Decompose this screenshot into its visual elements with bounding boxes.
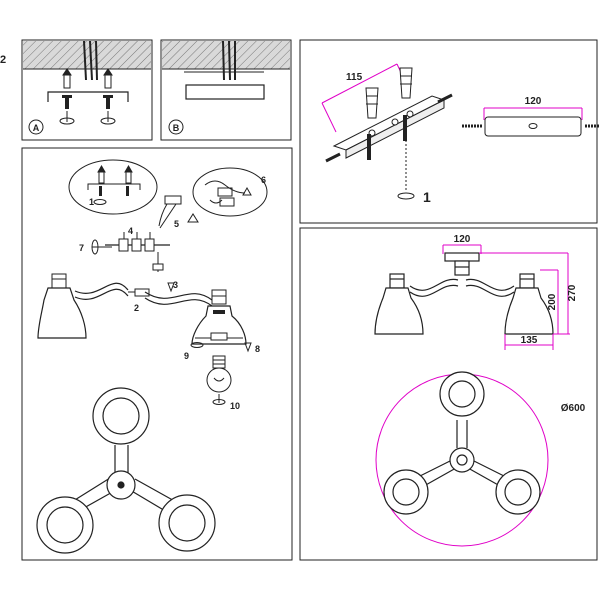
socket-ring	[210, 332, 228, 341]
ground-icon	[187, 213, 199, 223]
shade-height-label: 200	[547, 293, 558, 310]
screw-icon	[62, 95, 113, 109]
right-lamp-shade	[191, 289, 247, 345]
total-height-label: 270	[567, 284, 578, 301]
assembly-panel: 1 6 5 4 7	[21, 147, 293, 561]
ceiling-hatch	[162, 41, 290, 69]
detail-bubble-screws	[68, 159, 158, 215]
step-4-label: 4	[128, 226, 133, 236]
canopy-width-label: 120	[525, 96, 542, 107]
light-bulb-icon	[206, 355, 232, 393]
diameter-label: Ø600	[561, 403, 586, 414]
connector-row	[105, 232, 170, 252]
wall-plug-icon	[97, 165, 133, 184]
panel-a-label: A	[33, 123, 40, 133]
mounting-panel: 115 1	[299, 39, 600, 224]
arrow-icon	[244, 342, 252, 353]
step-10-label: 10	[230, 401, 240, 411]
step-3-label: 3	[173, 280, 178, 290]
step-1-label: 1	[89, 197, 94, 207]
step-2-label: 2	[134, 303, 139, 313]
rotate-icon	[93, 199, 107, 205]
dimensions-panel: 120 270 200	[299, 227, 598, 561]
step-8-label: 8	[255, 344, 260, 354]
fixture-top-view-dim	[383, 371, 541, 515]
panel-a-badge	[28, 119, 44, 135]
right-arm	[144, 291, 213, 301]
step-5-label: 5	[174, 219, 179, 229]
screw-icon	[367, 115, 407, 160]
mounting-step-label: 1	[423, 189, 431, 205]
step-6-label: 6	[261, 175, 266, 185]
screw-icon	[99, 186, 129, 196]
page-number: 2	[0, 54, 6, 66]
bracket-length-label: 115	[346, 72, 363, 83]
panel-b-label: B	[173, 123, 180, 133]
rotate-icon	[397, 192, 415, 200]
bracket-outline	[47, 91, 129, 102]
rotate-icon	[190, 342, 204, 348]
canopy-width-dimension	[483, 107, 583, 120]
terminal-block-icon	[204, 180, 246, 207]
power-wires	[83, 40, 98, 81]
height-dimensions	[479, 252, 570, 350]
left-lamp-shade	[37, 273, 87, 339]
fixture-top-view	[36, 387, 216, 554]
fixture-side-view	[374, 252, 554, 335]
ceiling-hub	[158, 195, 199, 229]
canopy-plate	[484, 116, 582, 137]
power-wires	[222, 40, 236, 81]
wall-plug-icon	[365, 67, 413, 119]
mounting-bracket	[325, 93, 453, 163]
step-9-label: 9	[184, 351, 189, 361]
wall-plug-icon	[62, 68, 113, 89]
screwdriver-rotate-icon	[59, 111, 116, 125]
panel-b: B	[160, 39, 292, 141]
side-canopy-width-label: 120	[454, 234, 471, 245]
panel-a: A	[21, 39, 153, 141]
arrow-icon	[167, 282, 175, 293]
canopy-cover	[185, 84, 265, 100]
ceiling-hatch	[23, 41, 151, 69]
left-arm	[74, 282, 129, 294]
ground-icon	[242, 186, 252, 196]
step-7-label: 7	[79, 243, 84, 253]
shade-width-label: 135	[521, 335, 538, 346]
panel-b-badge	[168, 119, 184, 135]
